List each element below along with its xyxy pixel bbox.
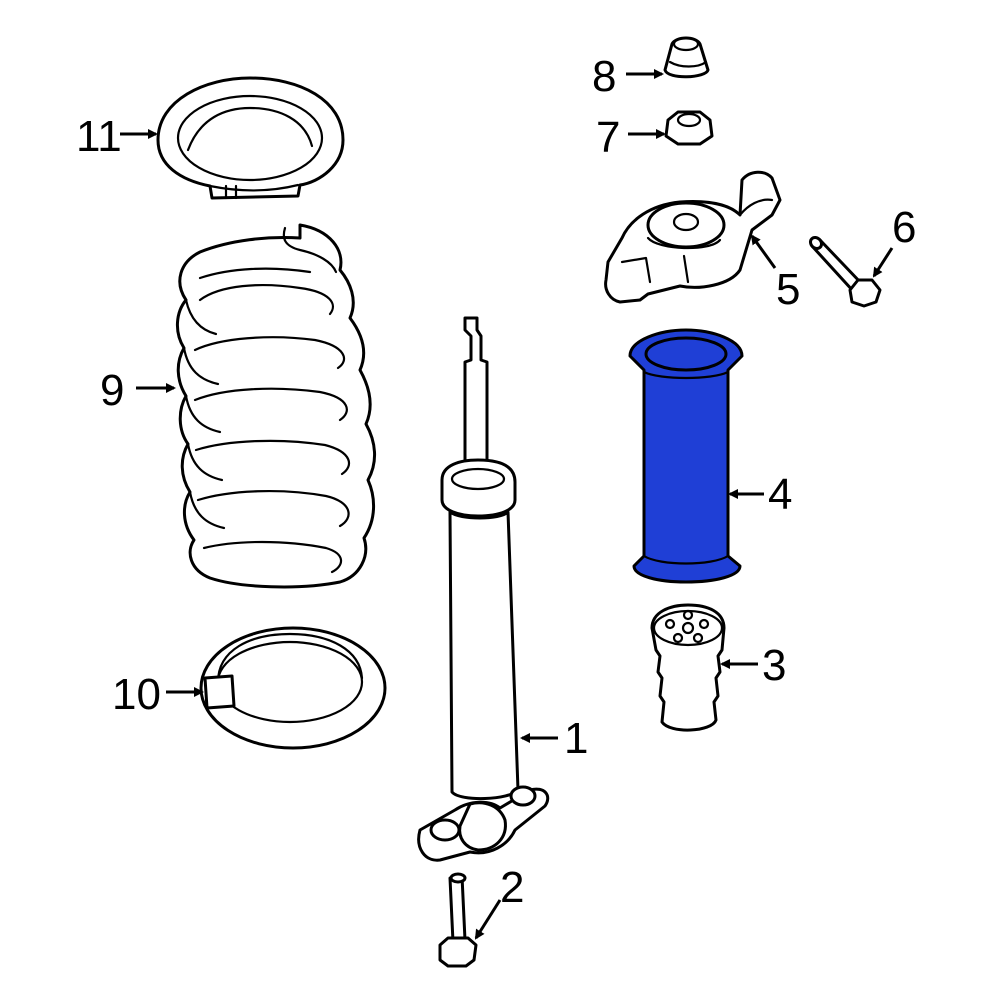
- callout-2-label: 2: [500, 863, 524, 912]
- part-5-upper-mount[interactable]: [604, 170, 782, 304]
- callout-3-label: 3: [762, 641, 786, 690]
- callout-4: 4: [728, 470, 792, 519]
- callout-6-label: 6: [892, 203, 916, 252]
- part-4-dust-boot[interactable]: [628, 328, 744, 584]
- callout-1: 1: [520, 714, 588, 763]
- part-7-nut[interactable]: [664, 110, 714, 146]
- callout-5-label: 5: [776, 265, 800, 314]
- callout-3: 3: [720, 641, 786, 690]
- callout-9: 9: [100, 366, 176, 415]
- callout-11-label: 11: [76, 112, 122, 161]
- callout-5: 5: [750, 234, 800, 314]
- callout-7: 7: [596, 113, 666, 162]
- callout-1-label: 1: [564, 714, 588, 763]
- callout-2: 2: [474, 863, 524, 940]
- callout-11: 11: [76, 112, 158, 161]
- callout-6: 6: [872, 203, 916, 278]
- callout-8: 8: [592, 52, 664, 101]
- callout-8-label: 8: [592, 52, 616, 101]
- part-3-bump-stop[interactable]: [650, 603, 726, 732]
- callout-10: 10: [112, 670, 204, 719]
- part-8-cap[interactable]: [663, 36, 710, 79]
- part-2-bolt[interactable]: [438, 872, 478, 968]
- part-1-shock-absorber[interactable]: [417, 316, 550, 862]
- callout-10-label: 10: [112, 670, 161, 719]
- callout-9-label: 9: [100, 366, 124, 415]
- part-11-upper-spring-seat[interactable]: [156, 76, 345, 200]
- part-9-coil-spring[interactable]: [176, 223, 376, 589]
- callout-7-label: 7: [596, 113, 620, 162]
- part-6-mount-bolt[interactable]: [808, 235, 882, 308]
- callout-4-label: 4: [768, 470, 792, 519]
- part-10-lower-spring-seat[interactable]: [199, 626, 387, 750]
